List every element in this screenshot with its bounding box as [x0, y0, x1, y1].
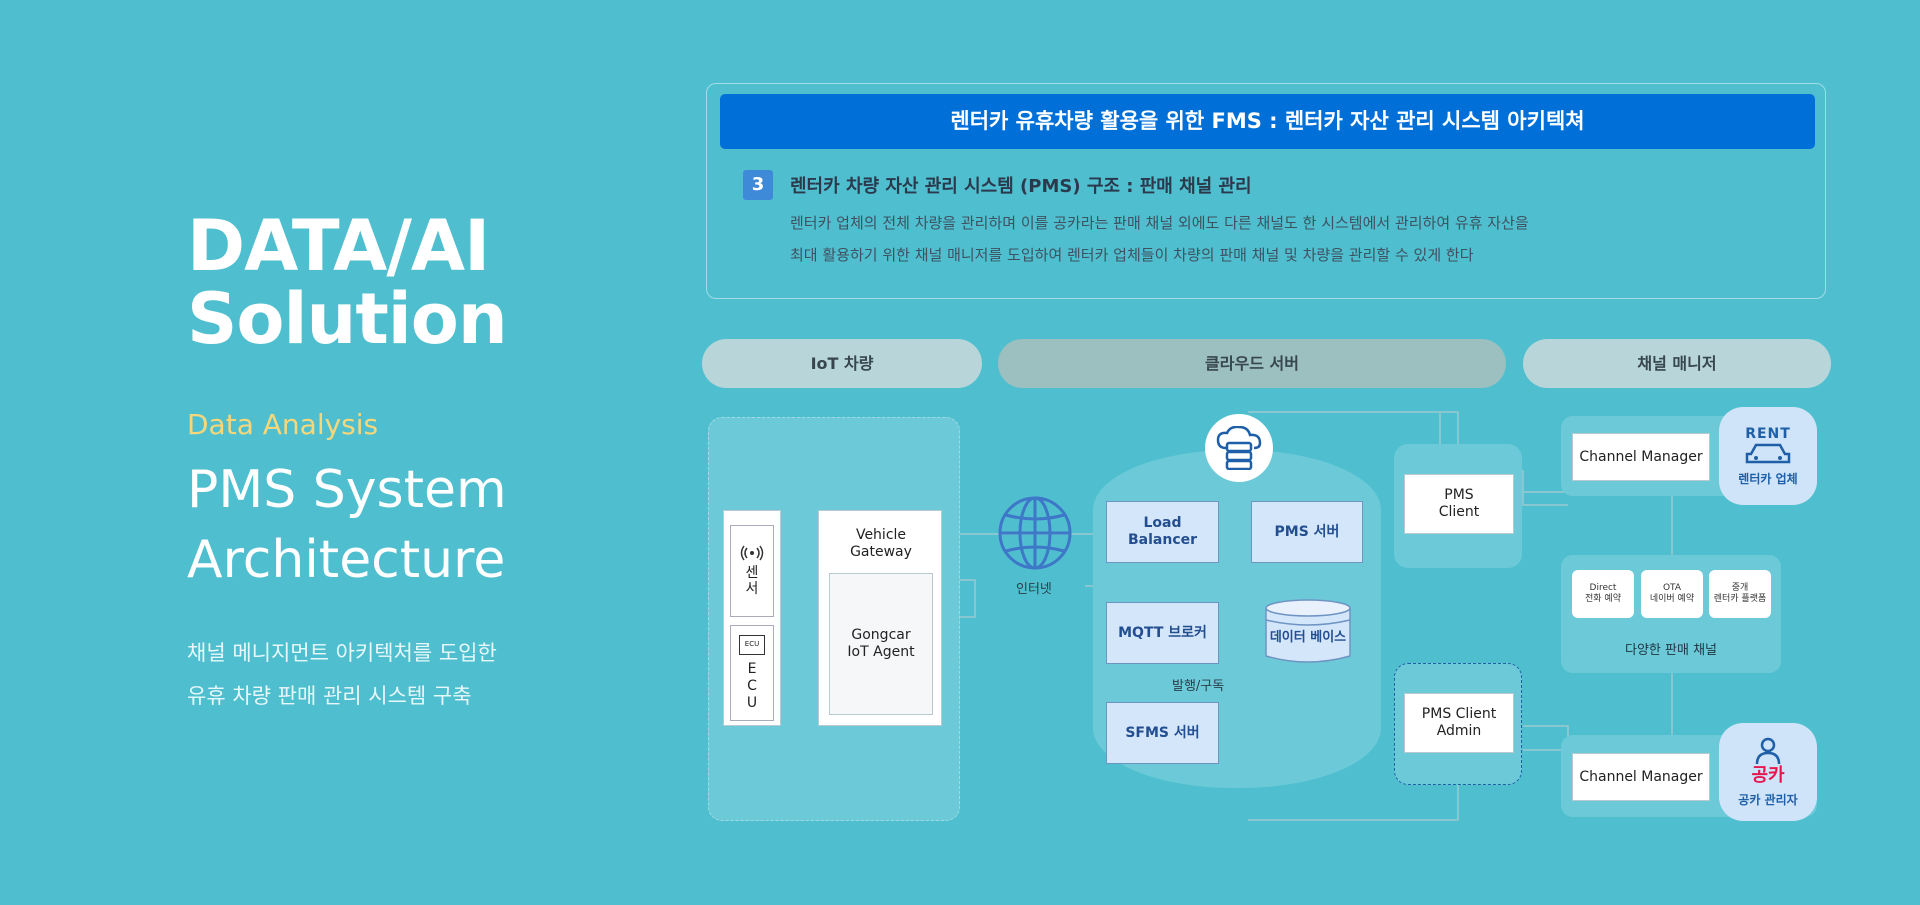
internet-label: 인터넷: [1016, 582, 1052, 597]
cloud-server-icon: [1205, 414, 1273, 482]
column-header-channel: 채널 매니저: [1523, 339, 1831, 388]
sfms-server-node: SFMS 서버: [1106, 702, 1219, 764]
summary-card: 렌터카 유휴차량 활용을 위한 FMS : 렌터카 자산 관리 시스템 아키텍쳐…: [706, 83, 1826, 299]
hero-desc-line1: 채널 메니지먼트 아키텍처를 도입한: [187, 641, 497, 665]
various-channels-label: 다양한 판매 채널: [1625, 643, 1717, 658]
vehicle-gateway: Vehicle Gateway Gongcar IoT Agent: [818, 510, 942, 726]
rental-company-label: 렌터카 업체: [1738, 471, 1798, 486]
mqtt-broker-node: MQTT 브로커: [1106, 602, 1219, 664]
direct-channel-sub: 전화 예약: [1585, 594, 1621, 604]
section-number-badge: 3: [743, 170, 773, 200]
sensor-ecu-module: 센서 ECU ECU: [723, 510, 781, 726]
sensor-label: 센서: [745, 565, 759, 597]
direct-channel: Direct 전화 예약: [1572, 570, 1634, 618]
section-desc-line1: 렌터카 업체의 전체 차량을 관리하며 이를 공카라는 판매 채널 외에도 다른…: [790, 214, 1529, 232]
iot-agent: Gongcar IoT Agent: [829, 573, 933, 715]
column-header-cloud: 클라우드 서버: [998, 339, 1506, 388]
summary-banner: 렌터카 유휴차량 활용을 위한 FMS : 렌터카 자산 관리 시스템 아키텍쳐: [720, 94, 1815, 149]
direct-channel-title: Direct: [1589, 583, 1617, 593]
sensor-box: 센서: [730, 525, 774, 617]
database-icon: [1265, 599, 1351, 663]
database-node: 데이터 베이스: [1264, 598, 1352, 666]
rental-company-badge: RENT 렌터카 업체: [1719, 407, 1817, 505]
gateway-label: Vehicle Gateway: [850, 527, 912, 560]
chip-icon: ECU: [739, 634, 765, 655]
hero-subtitle: PMS System Architecture: [187, 455, 507, 595]
ota-channel: OTA 네이버 예약: [1641, 570, 1703, 618]
channel-manager-bottom: Channel Manager: [1572, 753, 1710, 801]
gongka-logo-text: 공카: [1751, 764, 1785, 786]
hero-title: DATA/AI Solution: [187, 205, 508, 360]
ota-channel-title: OTA: [1662, 583, 1682, 593]
globe-icon: [998, 496, 1072, 570]
channel-manager-top: Channel Manager: [1572, 433, 1710, 481]
ecu-box: ECU ECU: [730, 625, 774, 721]
ota-channel-sub: 네이버 예약: [1649, 594, 1695, 604]
ecu-label: ECU: [746, 660, 758, 711]
broker-channel-title: 중개: [1731, 583, 1749, 593]
hero-title-line2: Solution: [187, 278, 508, 360]
signal-icon: [740, 545, 764, 561]
column-header-iot: IoT 차량: [702, 339, 982, 388]
hero-description: 채널 메니지먼트 아키텍처를 도입한 유휴 차량 판매 관리 시스템 구축: [187, 632, 497, 718]
pms-server-node: PMS 서버: [1251, 501, 1363, 563]
pubsub-label: 발행/구독: [1172, 679, 1225, 694]
database-label: 데이터 베이스: [1269, 630, 1347, 645]
user-icon: [1755, 737, 1781, 764]
hero-kicker: Data Analysis: [187, 408, 379, 441]
gongka-admin-label: 공카 관리자: [1738, 792, 1798, 807]
hero-title-line1: DATA/AI: [187, 205, 490, 287]
pms-client-node: PMS Client: [1404, 474, 1514, 534]
pms-client-admin-node: PMS Client Admin: [1404, 693, 1514, 753]
broker-channel: 중개 렌터카 플랫폼: [1709, 570, 1771, 618]
broker-channel-sub: 렌터카 플랫폼: [1713, 594, 1767, 604]
hero-sub-line1: PMS System: [187, 460, 507, 520]
section-desc-line2: 최대 활용하기 위한 채널 매니저를 도입하여 렌터카 업체들이 차량의 판매 …: [790, 246, 1474, 264]
rent-logo-text: RENT: [1745, 425, 1791, 442]
hero-desc-line2: 유휴 차량 판매 관리 시스템 구축: [187, 684, 472, 708]
gongka-admin-badge: 공카 공카 관리자: [1719, 723, 1817, 821]
cloud-icon: [1216, 426, 1262, 470]
load-balancer-node: Load Balancer: [1106, 501, 1219, 563]
section-heading: 렌터카 차량 자산 관리 시스템 (PMS) 구조 : 판매 채널 관리: [790, 176, 1252, 197]
hero-sub-line2: Architecture: [187, 530, 506, 590]
car-icon: [1745, 443, 1791, 463]
